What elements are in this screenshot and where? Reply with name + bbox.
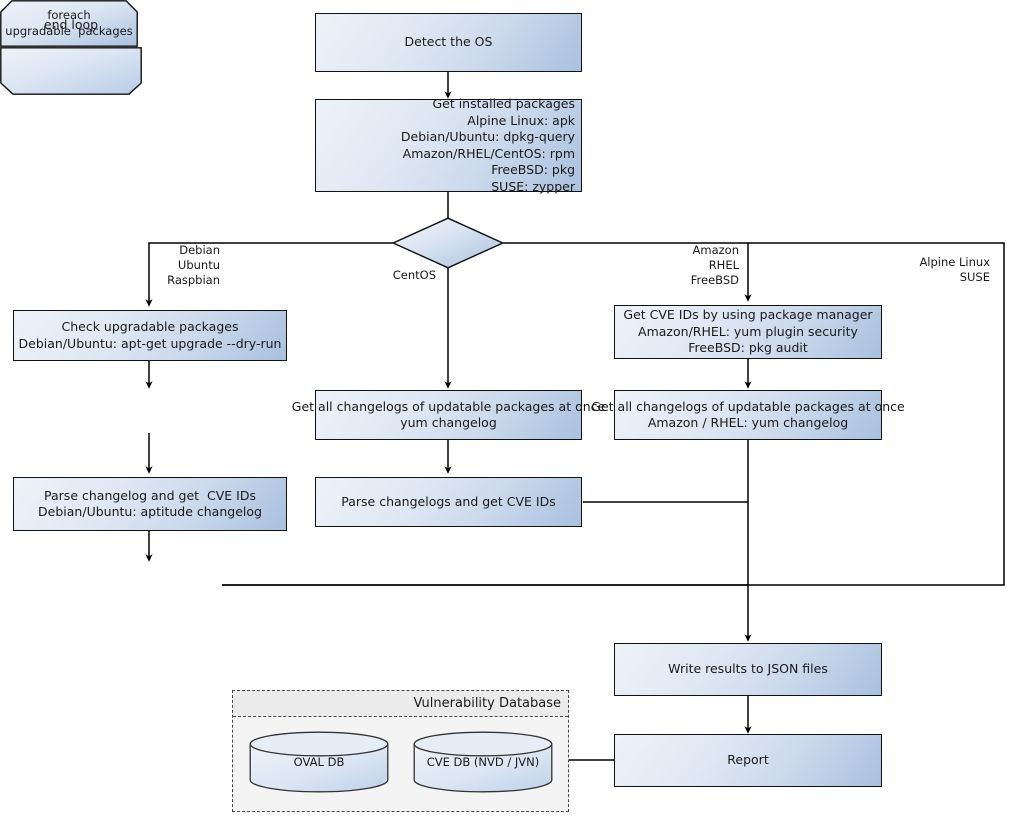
node-report[interactable]: Report — [614, 734, 882, 787]
node-end-loop-label: end loop — [43, 16, 99, 32]
node-detect-os-label: Detect the OS — [404, 34, 493, 50]
vulnerability-database-title-bar: Vulnerability Database — [233, 691, 568, 717]
database-cylinder-cve-label: CVE DB (NVD / JVN) — [426, 755, 540, 769]
node-report-label: Report — [727, 752, 769, 768]
branch-label-centos: CentOS — [392, 268, 436, 282]
node-parse-changelogs-centos-label: Parse changelogs and get CVE IDs — [341, 493, 556, 509]
database-cylinder-cve[interactable]: CVE DB (NVD / JVN) — [413, 731, 553, 793]
node-end-loop[interactable]: end loop — [0, 17, 142, 95]
node-write-results-json[interactable]: Write results to JSON files — [614, 643, 882, 696]
node-os-decision[interactable] — [392, 217, 504, 269]
node-changelogs-centos-label: Get all changelogs of updatable packages… — [291, 398, 606, 431]
node-changelogs-centos[interactable]: Get all changelogs of updatable packages… — [292, 390, 605, 440]
node-changelogs-rhel[interactable]: Get all changelogs of updatable packages… — [591, 390, 905, 440]
database-cylinder-oval[interactable]: OVAL DB — [249, 731, 389, 793]
database-cylinder-oval-label: OVAL DB — [293, 755, 345, 769]
node-write-results-json-label: Write results to JSON files — [668, 661, 828, 677]
vulnerability-database-group: Vulnerability Database OVAL DB — [232, 690, 569, 812]
node-detect-os[interactable]: Detect the OS — [315, 13, 582, 72]
node-changelogs-rhel-label: Get all changelogs of updatable packages… — [591, 398, 905, 431]
vulnerability-database-title: Vulnerability Database — [413, 696, 561, 711]
node-parse-changelogs-centos[interactable]: Parse changelogs and get CVE IDs — [315, 477, 582, 527]
